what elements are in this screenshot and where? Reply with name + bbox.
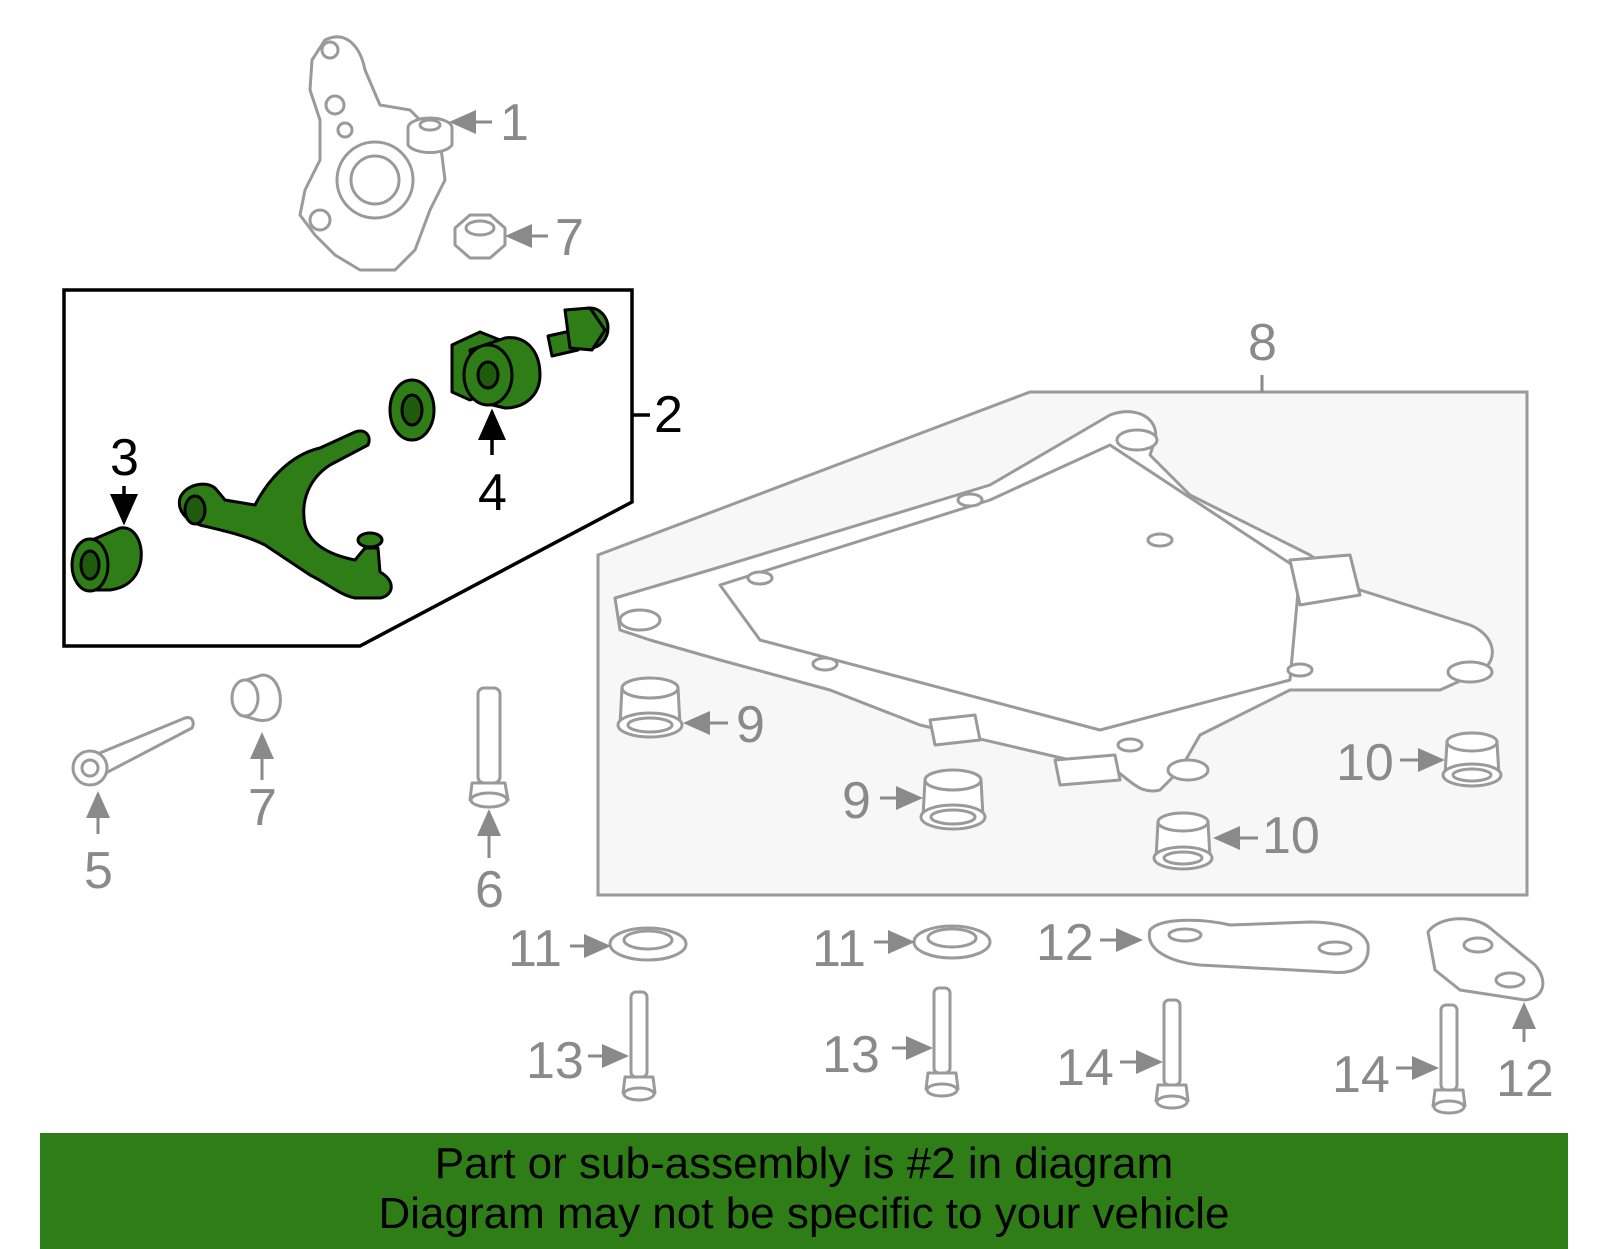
callout-13-right: 13 [822,1026,880,1084]
banner-line-1: Part or sub-assembly is #2 in diagram [434,1139,1174,1188]
callout-4: 4 [478,464,507,522]
bushing-ring-part [388,378,436,442]
bushing-part-10-lower [1152,811,1214,871]
bolt-part-6 [468,686,510,809]
callout-11-right: 11 [812,920,866,978]
nut-part-bottom [230,673,282,722]
bolt-part-5 [71,716,195,787]
callout-5: 5 [84,842,113,900]
bushing-part-9-left [616,676,684,739]
reinforcement-bracket-12-right [1426,917,1545,1002]
callout-7-bottom: 7 [248,779,277,837]
callout-10-right: 10 [1336,734,1394,792]
bolt-part-14-center [1154,998,1190,1110]
bushing-part-4 [450,330,542,410]
steering-knuckle-part [298,35,454,272]
info-banner: Part or sub-assembly is #2 in diagram Di… [40,1133,1568,1249]
lower-control-arm-part [177,429,393,600]
reinforcement-plate-12-center [1147,918,1370,975]
bolt-part-green [546,306,610,358]
bolt-part-13-left [621,990,657,1102]
callout-13-left: 13 [526,1032,584,1090]
callout-14-center: 14 [1056,1039,1114,1097]
callout-12-right: 12 [1496,1050,1554,1108]
callout-11-left: 11 [508,920,562,978]
bolt-part-13-right [924,986,960,1098]
bushing-part-10-right [1441,731,1503,788]
bushing-part-3 [70,526,143,593]
callout-1: 1 [500,94,529,152]
callout-3: 3 [110,429,139,487]
callout-9-right: 9 [842,772,871,830]
callout-14-right: 14 [1332,1046,1390,1104]
callout-6: 6 [475,861,504,919]
callout-12-center: 12 [1036,914,1094,972]
callout-8: 8 [1248,314,1277,372]
banner-line-2: Diagram may not be specific to your vehi… [378,1189,1230,1238]
nut-part-top [453,213,507,260]
washer-part-11-left [608,926,688,962]
subframe-part [613,410,1494,793]
callout-9-left: 9 [736,696,765,754]
washer-part-11-right [912,924,992,960]
bolt-part-14-right [1431,1003,1467,1115]
callout-2: 2 [654,386,683,444]
bushing-part-9-right [919,768,987,831]
callout-10-lower: 10 [1262,807,1320,865]
callout-7-top: 7 [555,209,584,267]
